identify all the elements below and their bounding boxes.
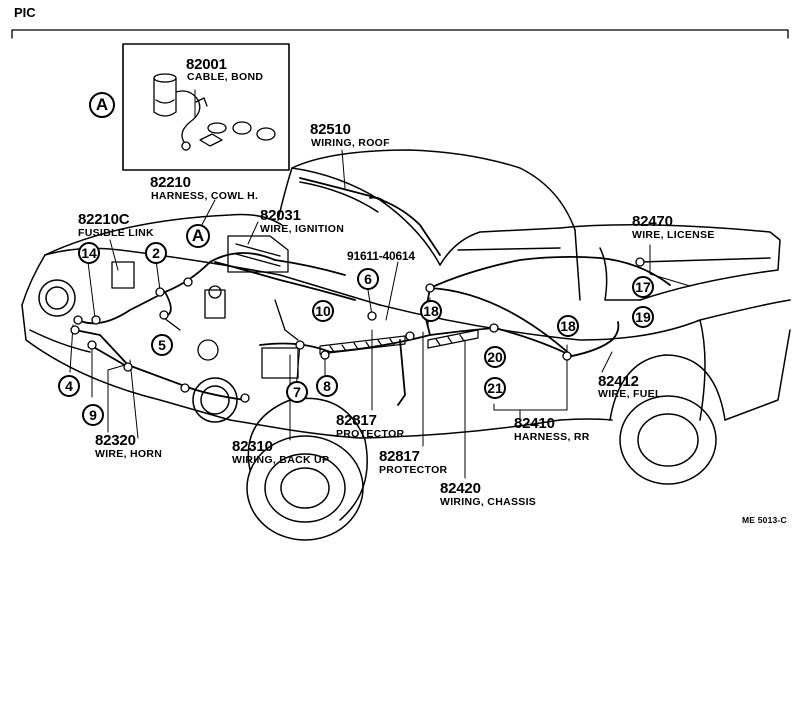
part-name-cable-bond: CABLE, BOND (187, 71, 264, 83)
part-number-82817-a: 82817 (336, 412, 377, 429)
callout-8: 8 (316, 375, 338, 397)
part-number-82001: 82001 (186, 56, 227, 73)
page-header: PIC (14, 5, 36, 20)
part-name-wire-ignition: WIRE, IGNITION (260, 223, 345, 235)
callout-21: 21 (484, 377, 506, 399)
detail-a-location-marker: A (186, 224, 210, 248)
part-number-82510: 82510 (310, 121, 351, 138)
part-name-harness-cowl: HARNESS, COWL H. (151, 190, 259, 202)
callout-10: 10 (312, 300, 334, 322)
part-number-82420: 82420 (440, 480, 481, 497)
part-name-wire-fuel: WIRE, FUEL (598, 388, 662, 400)
callout-19: 19 (632, 306, 654, 328)
callout-17: 17 (632, 276, 654, 298)
part-number-82817-b: 82817 (379, 448, 420, 465)
detail-a-marker: A (89, 92, 115, 118)
connector-points (70, 257, 645, 403)
callout-2: 2 (145, 242, 167, 264)
callout-4: 4 (58, 375, 80, 397)
part-number-82210c: 82210C (78, 211, 130, 228)
wiring-harness (74, 177, 671, 406)
part-name-wiring-chassis: WIRING, CHASSIS (440, 496, 537, 508)
left-headlamp (38, 279, 76, 317)
callout-20: 20 (484, 346, 506, 368)
header-rule (11, 29, 789, 39)
callout-14: 14 (78, 242, 100, 264)
part-name-wire-license: WIRE, LICENSE (632, 229, 715, 241)
part-name-fusible-link: FUSIBLE LINK (78, 227, 154, 239)
part-number-91611-40614: 91611-40614 (347, 249, 415, 263)
part-number-82470: 82470 (632, 213, 673, 230)
engine-bay-components (111, 235, 299, 379)
part-name-wiring-roof: WIRING, ROOF (311, 137, 390, 149)
callout-7: 7 (286, 381, 308, 403)
part-number-82310: 82310 (232, 438, 273, 455)
bond-cable-illustration (153, 73, 276, 151)
callout-18-rear: 18 (557, 315, 579, 337)
detail-inset-frame (122, 43, 290, 171)
part-name-wire-horn: WIRE, HORN (95, 448, 163, 460)
rear-wheel (619, 395, 717, 485)
callout-5: 5 (151, 334, 173, 356)
vehicle-body (21, 149, 791, 541)
drawing-code: ME 5013-C (742, 515, 787, 525)
part-number-82031: 82031 (260, 207, 301, 224)
callout-6: 6 (357, 268, 379, 290)
part-name-protector-a: PROTECTOR (336, 428, 405, 440)
right-headlamp (192, 377, 238, 423)
part-number-82320: 82320 (95, 432, 136, 449)
callout-18-front: 18 (420, 300, 442, 322)
protector-strips (319, 329, 479, 355)
front-wheel (246, 435, 364, 541)
part-name-wiring-back-up: WIRING, BACK UP (232, 454, 330, 466)
part-number-82410: 82410 (514, 415, 555, 432)
part-number-82210: 82210 (150, 174, 191, 191)
callout-9: 9 (82, 404, 104, 426)
part-name-harness-rr: HARNESS, RR (514, 431, 590, 443)
part-number-82412: 82412 (598, 373, 639, 390)
part-name-protector-b: PROTECTOR (379, 464, 448, 476)
